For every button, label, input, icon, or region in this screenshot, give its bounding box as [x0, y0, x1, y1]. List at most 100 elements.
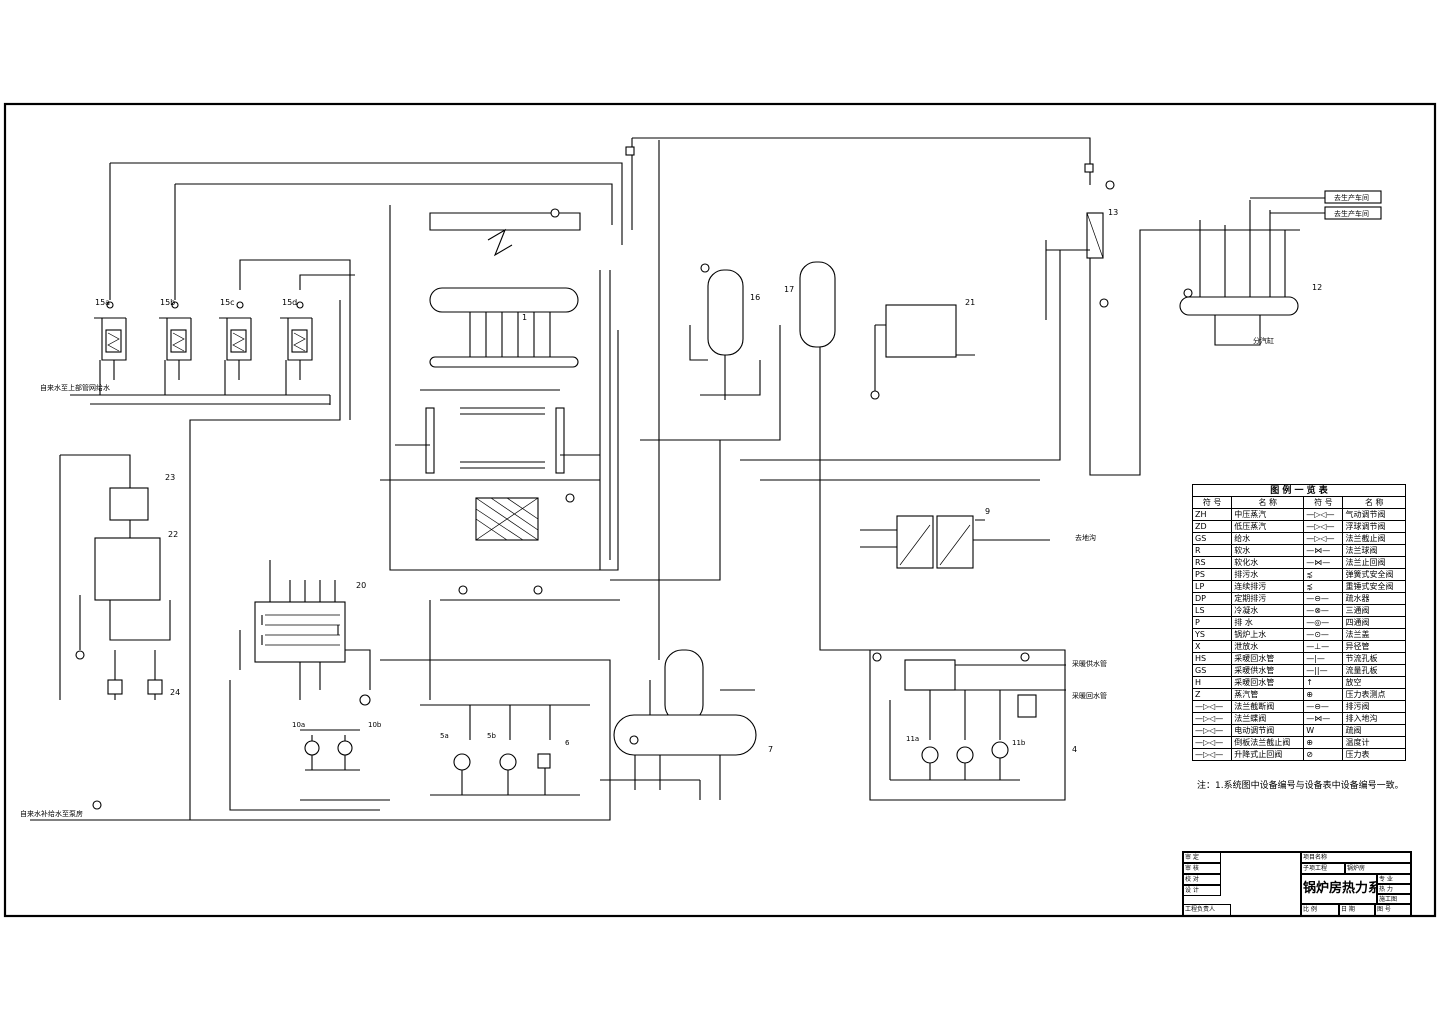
label-15b: 15b	[160, 298, 175, 307]
legend-row: —▷◁—倒板法兰截止阀⊕温度计	[1191, 736, 1406, 749]
tb-check: 校 对	[1183, 874, 1221, 885]
legend-symbol: LP	[1191, 580, 1233, 593]
label-1: 1	[522, 313, 527, 322]
legend-symbol: Z	[1191, 688, 1233, 701]
legend-symbol: ⋨	[1303, 580, 1344, 593]
legend-name: 浮球调节阀	[1342, 520, 1406, 533]
legend-name: 低压蒸汽	[1231, 520, 1305, 533]
tb-project: 项目名称	[1301, 852, 1411, 863]
legend-name: 升降式止回阀	[1231, 748, 1305, 761]
legend-symbol: —▷◁—	[1303, 532, 1344, 545]
legend-title: 图 例 一 览 表	[1192, 484, 1406, 497]
legend-name: 电动调节阀	[1231, 724, 1305, 737]
label-4: 4	[1072, 745, 1077, 754]
legend-name: 排入地沟	[1342, 712, 1406, 725]
tb-approve: 审 定	[1183, 852, 1221, 863]
legend-name: 采暖供水管	[1231, 664, 1305, 677]
legend-symbol: DP	[1191, 592, 1233, 605]
legend-name: 采暖回水管	[1231, 652, 1305, 665]
legend-name: 泄放水	[1231, 640, 1305, 653]
label-10b: 10b	[368, 721, 382, 729]
label-6: 6	[565, 739, 570, 747]
legend-row: —▷◁—法兰蝶阀—⋈—排入地沟	[1191, 712, 1406, 725]
tb-date: 日 期	[1339, 904, 1375, 916]
legend-name: 弹簧式安全阀	[1342, 568, 1406, 581]
label-24: 24	[170, 688, 180, 697]
label-20: 20	[356, 581, 366, 590]
legend-header: 符 号	[1303, 496, 1344, 509]
tb-drawing-title: 锅炉房热力系统图	[1301, 874, 1377, 904]
legend-name: 法兰蝶阀	[1231, 712, 1305, 725]
annotation-city-water: 自来水补给水至泵房	[20, 809, 83, 818]
label-15c: 15c	[220, 298, 235, 307]
legend-name: 流量孔板	[1342, 664, 1406, 677]
legend-name: 压力表测点	[1342, 688, 1406, 701]
legend-name: 重锤式安全阀	[1342, 580, 1406, 593]
steam-header-label: 分汽缸	[1253, 336, 1274, 345]
legend-name: 给水	[1231, 532, 1305, 545]
legend-symbol: —⊖—	[1303, 592, 1344, 605]
label-10a: 10a	[292, 721, 305, 729]
legend-name: 冷凝水	[1231, 604, 1305, 617]
legend-name: 软化水	[1231, 556, 1305, 569]
legend-symbol: —⊥—	[1303, 640, 1344, 653]
water-treatment-left	[59, 454, 171, 700]
annotation-heating-supply: 采暖供水管	[1072, 659, 1107, 668]
label-15d: 15d	[282, 298, 297, 307]
legend-symbol: —⋈—	[1303, 712, 1344, 725]
legend-symbol: —▷◁—	[1191, 700, 1233, 713]
legend-symbol: ⊘	[1303, 748, 1344, 761]
unit-15a	[94, 301, 127, 385]
heating-circuit	[889, 659, 1055, 781]
tb-sheet-val: 热 力	[1377, 884, 1411, 894]
tb-review: 审 核	[1183, 863, 1221, 874]
legend-symbol: —⋈—	[1303, 544, 1344, 557]
label-23: 23	[165, 473, 175, 482]
legend-symbol: H	[1191, 676, 1233, 689]
legend-header: 名 称	[1342, 496, 1406, 509]
note-text: 注：1.系统图中设备编号与设备表中设备编号一致。	[1197, 781, 1404, 791]
label-22: 22	[168, 530, 178, 539]
label-17: 17	[784, 285, 794, 294]
legend-symbol: ⊕	[1303, 736, 1344, 749]
legend-name: 三通阀	[1342, 604, 1406, 617]
tb-stage: 施工图	[1377, 894, 1411, 904]
label-15a: 15a	[95, 298, 110, 307]
main-steam-lines	[109, 137, 1094, 660]
legend-row: —▷◁—法兰截断阀—⊖—排污阀	[1191, 700, 1406, 713]
legend-symbol: YS	[1191, 628, 1233, 641]
legend-name: 法兰球阀	[1342, 544, 1406, 557]
tb-scale: 比 例	[1301, 904, 1339, 916]
legend-name: 蒸汽管	[1231, 688, 1305, 701]
vessels-16-17	[610, 250, 1061, 581]
legend-name: 法兰截止阀	[1342, 532, 1406, 545]
legend-symbol: —⊖—	[1303, 700, 1344, 713]
legend-symbol: —||—	[1303, 664, 1344, 677]
legend-name: 气动调节阀	[1342, 508, 1406, 521]
legend-symbol: ZD	[1191, 520, 1233, 533]
legend-name: 疏水器	[1342, 592, 1406, 605]
legend-symbol: X	[1191, 640, 1233, 653]
unit-15c	[219, 301, 252, 385]
label-21: 21	[965, 298, 975, 307]
legend-symbol: —▷◁—	[1303, 520, 1344, 533]
label-9: 9	[985, 507, 990, 516]
legend-name: 排 水	[1231, 616, 1305, 629]
legend-symbol: LS	[1191, 604, 1233, 617]
tb-no: 图 号	[1375, 904, 1411, 916]
